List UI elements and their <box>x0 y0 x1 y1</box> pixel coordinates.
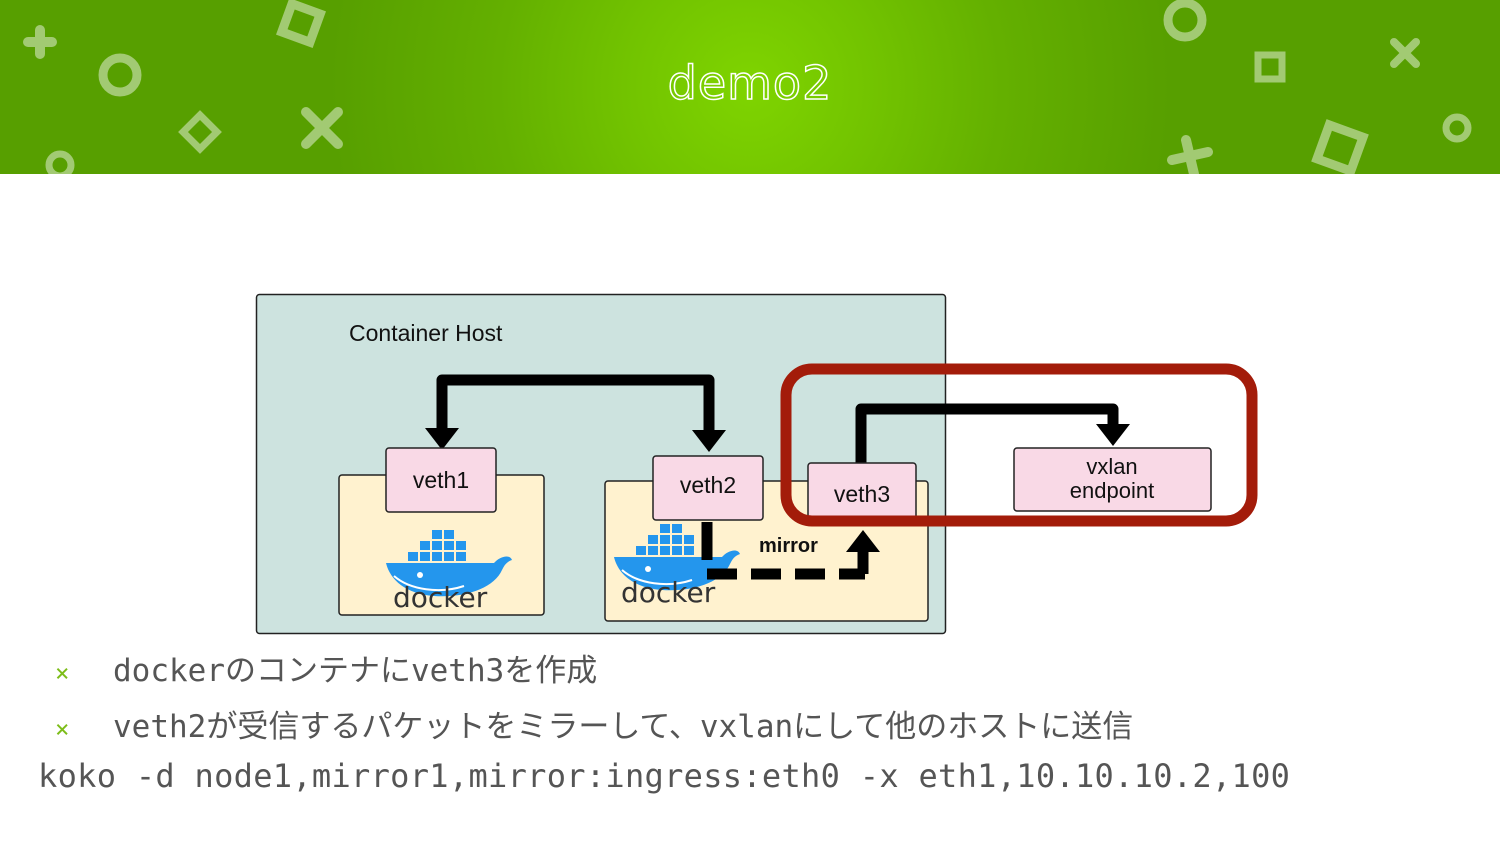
veth2-box <box>652 455 764 521</box>
veth1-box <box>385 447 497 513</box>
square-shape <box>276 0 326 48</box>
veth-pair-link <box>436 374 715 432</box>
veth1-label: veth1 <box>413 467 469 493</box>
vxlan-label-line2: endpoint <box>1070 478 1154 503</box>
arrow-head-mirror <box>846 530 880 552</box>
arrow-head-veth2 <box>692 430 726 452</box>
ring-shape <box>45 150 75 174</box>
square-shape <box>1254 51 1286 83</box>
ring-shape <box>1442 113 1472 143</box>
ring-shape <box>1163 0 1207 42</box>
container-host-label: Container Host <box>349 320 503 346</box>
x-shape <box>1390 38 1420 68</box>
bullet-marker: × <box>55 715 70 743</box>
bullet-item: × veth2が受信するパケットをミラーして、vxlanにして他のホストに送信 <box>55 701 1133 746</box>
vxlan-link <box>855 403 1119 466</box>
mirror-label: mirror <box>759 535 818 557</box>
bullet-marker: × <box>55 659 70 687</box>
title-banner: demo2 <box>0 0 1500 174</box>
veth3-label: veth3 <box>834 481 890 507</box>
docker-label-left: docker <box>393 581 488 614</box>
x-shape <box>301 107 343 149</box>
ring-shape <box>98 53 142 97</box>
slide-title: demo2 <box>667 55 833 111</box>
bullet-item: × dockerのコンテナにveth3を作成 <box>55 645 597 690</box>
docker-label-right: docker <box>621 576 716 609</box>
command-line: koko -d node1,mirror1,mirror:ingress:eth… <box>38 757 1291 795</box>
bullet-text: dockerのコンテナにveth3を作成 <box>113 653 598 689</box>
vxlan-endpoint-box <box>1013 447 1212 512</box>
arrow-head-veth1 <box>425 428 459 450</box>
square-shape <box>1311 119 1369 174</box>
decorative-shapes <box>23 0 1472 174</box>
highlight-frame <box>780 363 1258 527</box>
plus-shape <box>23 25 57 59</box>
veth2-label: veth2 <box>680 472 736 498</box>
diamond-shape <box>178 110 222 154</box>
bullet-text: veth2が受信するパケットをミラーして、vxlanにして他のホストに送信 <box>113 709 1134 745</box>
arrow-head-vxlan <box>1096 424 1130 446</box>
vxlan-label-line1: vxlan <box>1086 454 1137 479</box>
plus-shape <box>1167 135 1213 174</box>
